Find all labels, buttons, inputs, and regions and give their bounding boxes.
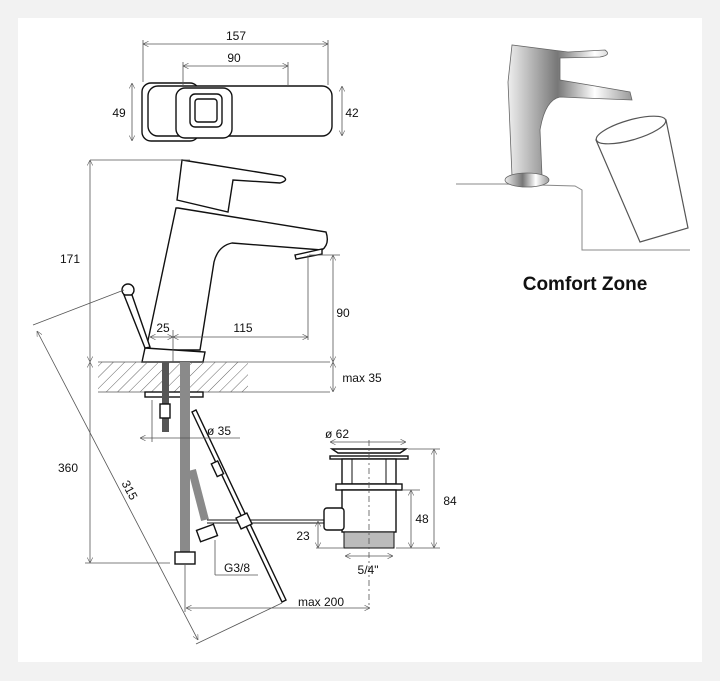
dim-115: 115 (233, 321, 252, 335)
dim-max-200: max 200 (298, 595, 344, 609)
dim-hole-35: ø 35 (207, 424, 231, 438)
dim-90-handle: 90 (227, 51, 241, 65)
dim-42: 42 (345, 106, 359, 120)
dim-48: 48 (415, 512, 429, 526)
waste-valve (316, 440, 440, 605)
dim-171: 171 (60, 252, 80, 266)
connector-g38: G3/8 (224, 561, 250, 575)
dim-90-spout: 90 (336, 306, 350, 320)
dim-157: 157 (226, 29, 246, 43)
top-view: 157 90 49 42 (112, 29, 359, 142)
dim-62: ø 62 (325, 427, 349, 441)
dim-23: 23 (296, 529, 310, 543)
comfort-zone-illustration (456, 44, 690, 251)
dim-84: 84 (443, 494, 457, 508)
dim-360: 360 (58, 461, 78, 475)
mounting-parts (32, 289, 370, 645)
comfort-zone-label: Comfort Zone (523, 274, 648, 295)
dim-5-4: 5/4" (358, 563, 379, 577)
dim-49: 49 (112, 106, 126, 120)
dim-max-35: max 35 (342, 371, 382, 385)
dim-25: 25 (156, 321, 170, 335)
side-view-faucet (121, 159, 329, 363)
countertop-section (98, 362, 248, 392)
